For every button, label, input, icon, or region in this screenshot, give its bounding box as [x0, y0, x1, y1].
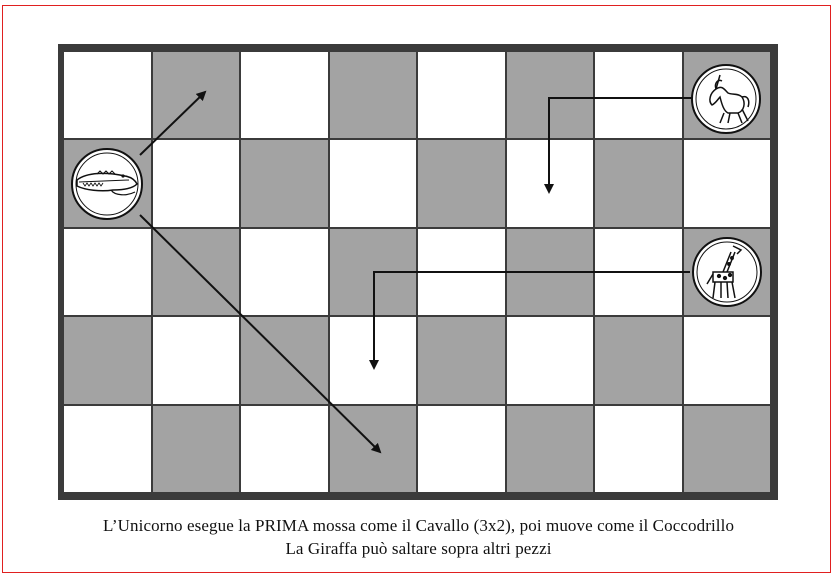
board-square[interactable] [595, 52, 682, 138]
board-square[interactable] [64, 406, 151, 492]
board-square[interactable] [507, 140, 594, 226]
board-square[interactable] [241, 406, 328, 492]
board-square[interactable] [507, 229, 594, 315]
board-square[interactable] [684, 406, 771, 492]
board-square[interactable] [64, 52, 151, 138]
board-square[interactable] [684, 140, 771, 226]
board-square[interactable] [330, 229, 417, 315]
board-square[interactable] [418, 229, 505, 315]
board-square[interactable] [241, 52, 328, 138]
board-square[interactable] [153, 140, 240, 226]
crocodile-piece[interactable] [72, 149, 142, 219]
board-square[interactable] [418, 317, 505, 403]
board-square[interactable] [153, 317, 240, 403]
board-grid [64, 52, 770, 492]
giraffe-piece[interactable] [693, 238, 761, 306]
unicorn-piece[interactable] [692, 65, 760, 133]
game-board [58, 44, 778, 500]
board-square[interactable] [241, 140, 328, 226]
board-square[interactable] [595, 406, 682, 492]
board-square[interactable] [330, 52, 417, 138]
board-square[interactable] [330, 317, 417, 403]
caption-line-2: La Giraffa può saltare sopra altri pezzi [0, 539, 837, 559]
board-square[interactable] [507, 406, 594, 492]
board-square[interactable] [595, 140, 682, 226]
board-square[interactable] [153, 52, 240, 138]
board-square[interactable] [153, 406, 240, 492]
board-square[interactable] [241, 317, 328, 403]
board-square[interactable] [241, 229, 328, 315]
board-square[interactable] [595, 229, 682, 315]
board-square[interactable] [418, 406, 505, 492]
board-square[interactable] [684, 317, 771, 403]
board-square[interactable] [507, 317, 594, 403]
board-square[interactable] [153, 229, 240, 315]
board-square[interactable] [64, 317, 151, 403]
board-square[interactable] [64, 229, 151, 315]
board-square[interactable] [418, 52, 505, 138]
board-square[interactable] [330, 406, 417, 492]
board-square[interactable] [418, 140, 505, 226]
board-square[interactable] [330, 140, 417, 226]
board-square[interactable] [595, 317, 682, 403]
board-square[interactable] [507, 52, 594, 138]
caption-line-1: L’Unicorno esegue la PRIMA mossa come il… [0, 516, 837, 536]
